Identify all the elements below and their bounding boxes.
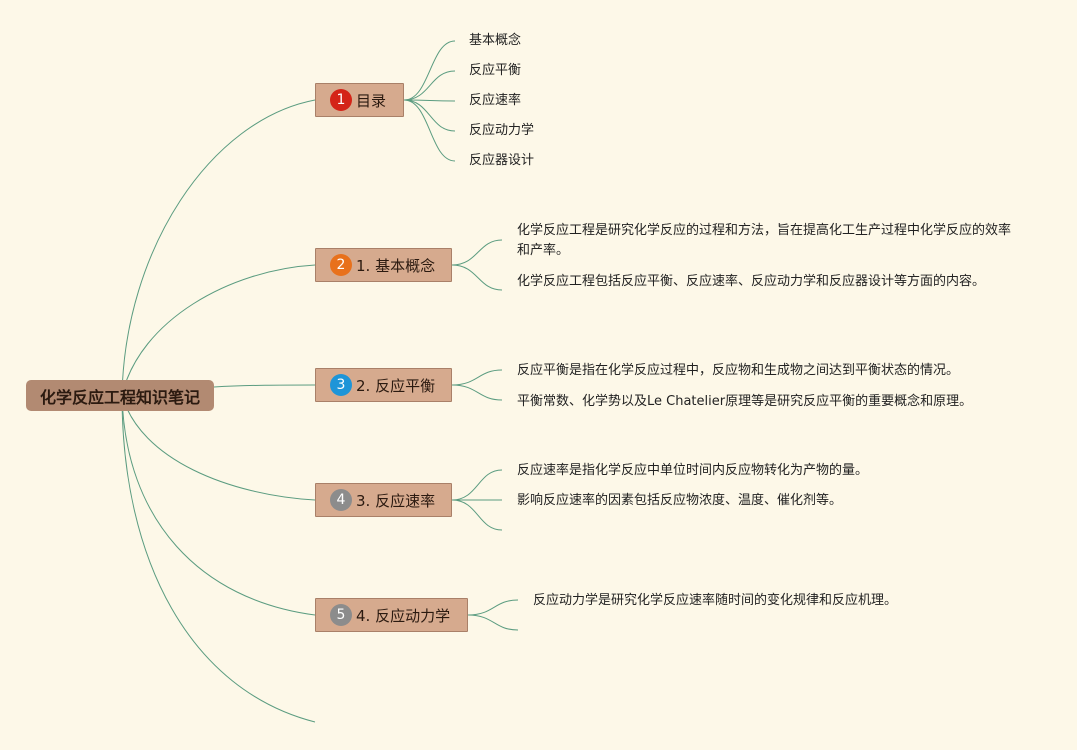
- topic-label: 4. 反应动力学: [356, 606, 451, 625]
- topic-number-badge-5: 5: [330, 604, 352, 626]
- link-toc-item-1: [403, 40, 456, 101]
- topic-rate[interactable]: 4 3. 反应速率: [315, 483, 452, 517]
- topic-number-badge-4: 4: [330, 489, 352, 511]
- topic-kinetics[interactable]: 5 4. 反应动力学: [315, 598, 468, 632]
- link-eq-1: [451, 369, 503, 386]
- toc-item-equilibrium[interactable]: 反应平衡: [469, 63, 522, 78]
- topic-number-badge-2: 2: [330, 254, 352, 276]
- topic-label: 1. 基本概念: [356, 256, 436, 275]
- note-basic-concepts-1[interactable]: 化学反应工程是研究化学反应的过程和方法，旨在提高化工生产过程中化学反应的效率和产…: [517, 223, 1012, 258]
- topic-basic-concepts[interactable]: 2 1. 基本概念: [315, 248, 452, 282]
- toc-item-basic-concepts[interactable]: 基本概念: [469, 33, 522, 48]
- toc-item-reactor-design[interactable]: 反应器设计: [469, 153, 535, 168]
- link-rate-3: [451, 499, 503, 531]
- topic-number-badge-1: 1: [330, 89, 352, 111]
- topic-label: 目录: [356, 91, 387, 110]
- link-toc-item-2: [403, 70, 456, 101]
- link-rate-1: [451, 469, 503, 501]
- link-toc-item-5: [403, 99, 456, 162]
- link-root-topic-1: [121, 99, 316, 396]
- link-root-topic-3: [213, 384, 316, 388]
- topic-number-badge-3: 3: [330, 374, 352, 396]
- note-basic-concepts-2[interactable]: 化学反应工程包括反应平衡、反应速率、反应动力学和反应器设计等方面的内容。: [517, 274, 986, 289]
- link-toc-item-4: [403, 99, 456, 132]
- topic-toc[interactable]: 1 目录: [315, 83, 404, 117]
- link-toc-item-3: [403, 99, 456, 102]
- note-equilibrium-2[interactable]: 平衡常数、化学势以及Le Chatelier原理等是研究反应平衡的重要概念和原理…: [517, 394, 973, 409]
- link-root-extra: [121, 394, 316, 723]
- link-root-topic-4: [121, 394, 316, 501]
- note-rate-2[interactable]: 影响反应速率的因素包括反应物浓度、温度、催化剂等。: [517, 493, 843, 508]
- link-basic-2: [451, 264, 503, 291]
- topic-label: 2. 反应平衡: [356, 376, 436, 395]
- link-eq-2: [451, 384, 503, 401]
- toc-item-rate[interactable]: 反应速率: [469, 93, 522, 108]
- link-root-topic-5: [121, 394, 316, 616]
- link-kin-2: [467, 614, 519, 631]
- root-node[interactable]: 化学反应工程知识笔记: [26, 380, 214, 411]
- note-kinetics-1[interactable]: 反应动力学是研究化学反应速率随时间的变化规律和反应机理。: [533, 593, 898, 608]
- note-equilibrium-1[interactable]: 反应平衡是指在化学反应过程中，反应物和生成物之间达到平衡状态的情况。: [517, 363, 960, 378]
- root-label: 化学反应工程知识笔记: [39, 387, 200, 407]
- link-kin-1: [467, 599, 519, 616]
- link-root-topic-2: [121, 264, 316, 396]
- topic-label: 3. 反应速率: [356, 491, 436, 510]
- topic-equilibrium[interactable]: 3 2. 反应平衡: [315, 368, 452, 402]
- note-rate-1[interactable]: 反应速率是指化学反应中单位时间内反应物转化为产物的量。: [517, 463, 869, 478]
- toc-item-kinetics[interactable]: 反应动力学: [469, 123, 535, 138]
- link-basic-1: [451, 239, 503, 266]
